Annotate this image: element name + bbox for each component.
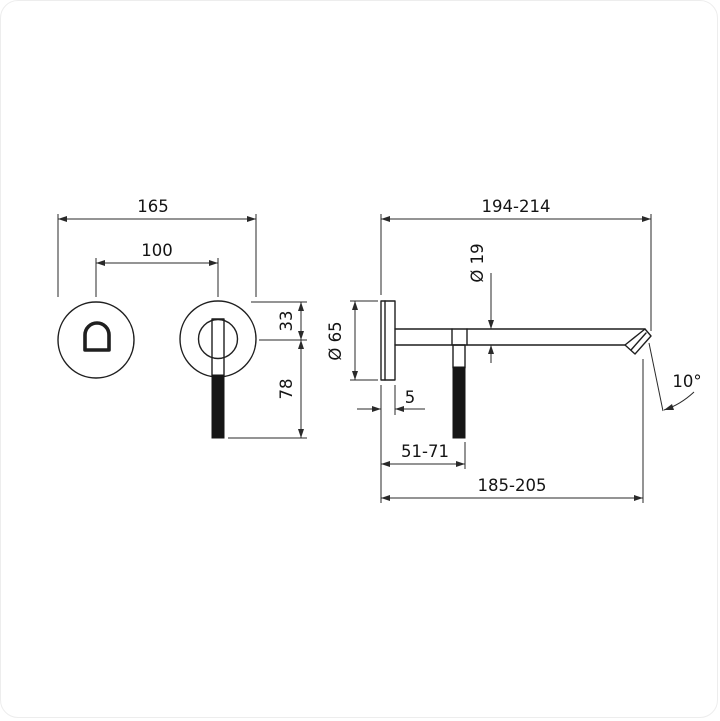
- dim-spout-angle: 10°: [648, 342, 702, 412]
- spout-outlet-shape: [83, 321, 111, 352]
- dim-plate-thickness: 5: [357, 385, 425, 503]
- dim-label-total-width: 165: [137, 197, 169, 216]
- spout-rosette-circle: [57, 301, 135, 379]
- dim-heights: 33 78: [228, 301, 307, 439]
- dim-label-lever-depth: 51-71: [401, 442, 449, 461]
- dim-lever-depth: 51-71: [381, 442, 466, 469]
- dim-label-spout-angle: 10°: [672, 372, 701, 391]
- spout-tip: [624, 328, 652, 355]
- dim-rosette-diameter: Ø 65: [326, 300, 378, 381]
- side-view: [380, 300, 652, 439]
- lever-upper-front: [211, 318, 225, 377]
- dim-label-upper-height: 33: [277, 311, 296, 332]
- lever-grip-front: [211, 374, 225, 439]
- front-view: [57, 300, 257, 439]
- wall-plate: [380, 300, 396, 381]
- dim-total-depth: 194-214: [380, 197, 652, 331]
- dim-label-spout-diameter: Ø 19: [468, 243, 487, 282]
- dim-label-rosette-diameter: Ø 65: [326, 321, 345, 360]
- handle-rosette-circle: [179, 300, 257, 378]
- spout-tip-inner-line: [630, 332, 647, 351]
- dim-spout-diameter: Ø 19: [468, 243, 494, 363]
- dim-center-distance: 100: [95, 241, 219, 297]
- dim-label-plate-thickness: 5: [405, 388, 416, 407]
- lever-upper-side: [452, 344, 466, 369]
- dim-label-total-depth: 194-214: [482, 197, 551, 216]
- lever-grip-side: [452, 366, 466, 439]
- dim-label-spout-reach: 185-205: [478, 476, 547, 495]
- dim-total-width: 165: [57, 197, 257, 297]
- dim-spout-reach: 185-205: [381, 359, 644, 503]
- handle-hub-circle: [197, 318, 239, 360]
- dim-label-center-distance: 100: [141, 241, 173, 260]
- dim-label-lever-height: 78: [277, 379, 296, 400]
